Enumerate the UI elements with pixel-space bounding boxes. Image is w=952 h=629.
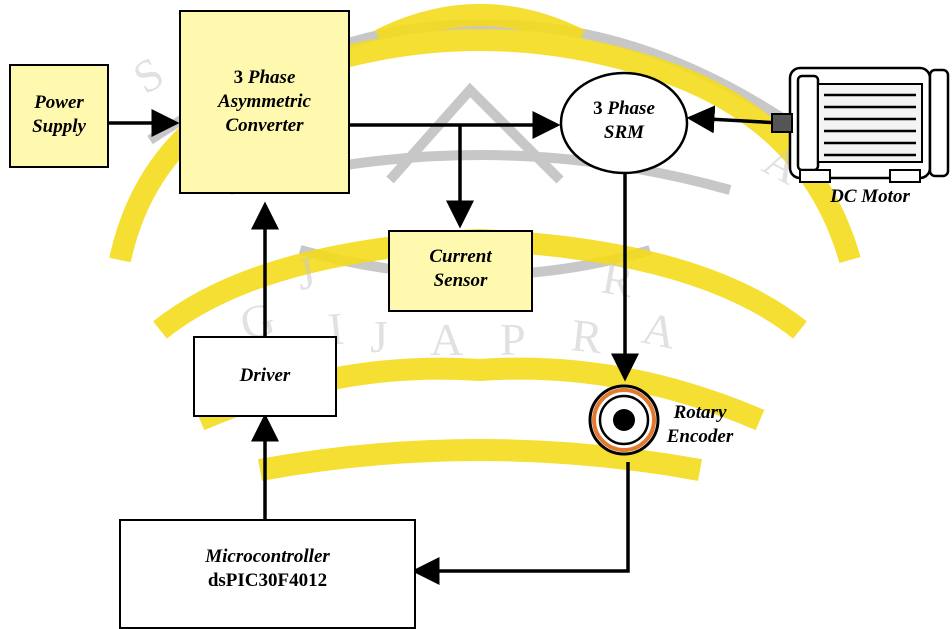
- rotary-encoder-label: Rotary Encoder: [650, 401, 750, 449]
- microcontroller-label: Microcontroller dsPIC30F4012: [119, 545, 416, 593]
- microcontroller-line1: Microcontroller: [119, 545, 416, 569]
- microcontroller-line2: dsPIC30F4012: [119, 569, 416, 593]
- rotary-encoder-line2: Encoder: [650, 425, 750, 449]
- rotary-encoder-line1: Rotary: [650, 401, 750, 425]
- block-diagram: J A R G I J A P R A S O A: [0, 0, 952, 613]
